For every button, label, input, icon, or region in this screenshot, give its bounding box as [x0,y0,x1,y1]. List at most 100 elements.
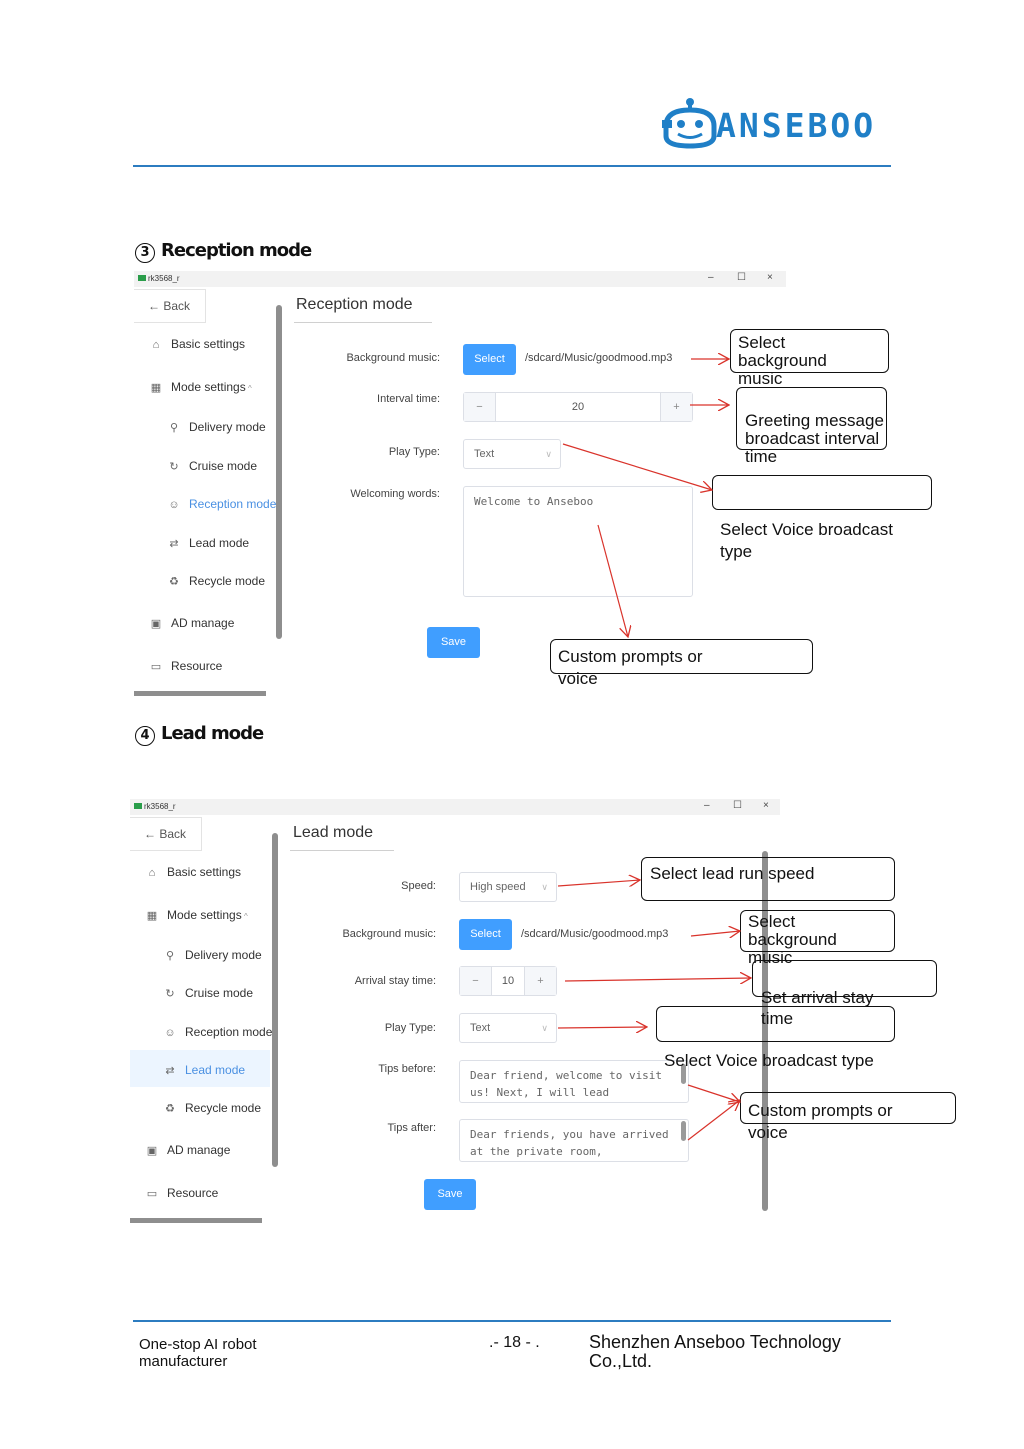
play-type-select[interactable]: Text∨ [463,439,561,469]
nav-cruise-mode[interactable]: ↻Cruise mode [163,986,253,1000]
back-button[interactable]: ← Back [130,817,202,851]
plus-icon[interactable]: + [660,393,692,421]
sidebar-hscrollbar[interactable] [130,1218,262,1223]
callout-custom-text: Custom prompts or voice [558,647,703,688]
reception-window: rk3568_r – ☐ × ← Back ⌂Basic settings ▦M… [134,271,786,699]
cruise-icon: ↻ [169,461,179,473]
close-button[interactable]: × [763,800,769,811]
nav-reception-mode[interactable]: ☺Reception mode [168,497,277,511]
minus-icon[interactable]: − [460,967,492,995]
sidebar-hscrollbar[interactable] [134,691,266,696]
app-icon [134,803,142,809]
header-rule [133,165,891,167]
tips-after-label: Tips after: [387,1122,437,1134]
grid-icon: ▦ [146,910,158,922]
nav-mode-settings[interactable]: ▦Mode settings ^ [146,908,248,922]
nav-recycle-mode[interactable]: ♻Recycle mode [163,1101,261,1115]
select-music-button[interactable]: Select [463,344,516,375]
tips-before-label: Tips before: [378,1063,436,1075]
textarea-scrollbar[interactable] [681,1121,686,1141]
sidebar-scrollbar[interactable] [272,833,278,1167]
footer-rule [133,1320,891,1322]
chevron-up-icon: ^ [241,912,248,921]
nav-resource[interactable]: ▭Resource [146,1186,219,1200]
arrow-left-icon: ← [148,299,164,313]
robot-logo-icon [662,98,717,149]
brand-name: ANSEBOO [716,106,877,145]
welcome-label: Welcoming words: [350,488,440,500]
nav-lead-mode[interactable]: ⇄Lead mode [167,536,249,550]
nav-ad-manage[interactable]: ▣AD manage [146,1143,231,1157]
nav-ad-manage[interactable]: ▣AD manage [150,616,235,630]
page-title: Reception mode [296,296,413,313]
grid-icon: ▦ [150,382,162,394]
play-type-select[interactable]: Text∨ [459,1013,557,1043]
callout-arrival [752,960,937,997]
music-path: /sdcard/Music/goodmood.mp3 [521,928,669,940]
back-button[interactable]: ← Back [134,289,206,323]
home-icon: ⌂ [148,867,156,879]
save-button[interactable]: Save [427,627,480,658]
ad-icon: ▣ [146,1145,158,1157]
nav-lead-mode[interactable]: ⇄Lead mode [163,1063,245,1077]
arrival-stepper[interactable]: − 10 + [459,966,557,996]
minimize-button[interactable]: – [704,800,710,811]
maximize-button[interactable]: ☐ [737,272,746,283]
recycle-icon: ♻ [165,1103,175,1115]
nav-delivery-mode[interactable]: ⚲Delivery mode [167,420,266,434]
reception-icon: ☺ [168,499,180,511]
tips-after-textarea[interactable]: Dear friends, you have arrived at the pr… [459,1119,689,1162]
title-underline [290,850,394,851]
callout-speed-text: Select lead run speed [650,864,815,883]
welcome-textarea[interactable]: Welcome to Anseboo [463,486,693,597]
nav-basic-settings[interactable]: ⌂Basic settings [145,865,241,879]
delivery-icon: ⚲ [169,422,179,434]
nav-resource[interactable]: ▭Resource [150,659,223,673]
minimize-button[interactable]: – [708,272,714,283]
speed-label: Speed: [401,880,436,892]
page-scrollbar[interactable] [762,851,768,1211]
callout-interval-text: Greeting message broadcast interval time [745,411,884,466]
minus-icon[interactable]: − [464,393,496,421]
save-button[interactable]: Save [424,1179,476,1210]
nav-recycle-mode[interactable]: ♻Recycle mode [167,574,265,588]
nav-cruise-mode[interactable]: ↻Cruise mode [167,459,257,473]
close-button[interactable]: × [767,272,773,283]
select-music-button[interactable]: Select [459,919,512,950]
chevron-down-icon: ∨ [545,449,552,459]
callout-interval [736,387,887,450]
sidebar-scrollbar[interactable] [276,305,282,639]
tips-before-textarea[interactable]: Dear friend, welcome to visit us! Next, … [459,1060,689,1103]
delivery-icon: ⚲ [165,950,175,962]
callout-bg-music-text: Select background music [748,912,837,967]
interval-stepper[interactable]: − 20 + [463,392,693,422]
nav-reception-mode[interactable]: ☺Reception mode [164,1025,273,1039]
speed-select[interactable]: High speed∨ [459,872,557,902]
footer-left: One-stop AI robot manufacturer [139,1336,257,1370]
maximize-button[interactable]: ☐ [733,800,742,811]
music-path: /sdcard/Music/goodmood.mp3 [525,352,673,364]
plus-icon[interactable]: + [524,967,556,995]
bg-music-label: Background music: [342,928,436,940]
nav-delivery-mode[interactable]: ⚲Delivery mode [163,948,262,962]
page-title: Lead mode [293,824,374,841]
folder-icon: ▭ [150,661,162,673]
window-titlebar: rk3568_r – ☐ × [134,271,786,287]
chevron-down-icon: ∨ [541,1023,548,1033]
lead-window: rk3568_r – ☐ × ← Back ⌂Basic settings ▦M… [130,799,780,1224]
callout-voice-type [712,475,932,510]
nav-mode-settings[interactable]: ▦Mode settings ^ [150,380,252,394]
sidebar: ← Back ⌂Basic settings ▦Mode settings ^ … [130,815,280,1224]
lead-icon: ⇄ [169,538,179,550]
arrival-label: Arrival stay time: [354,975,436,987]
footer-right: Shenzhen Anseboo Technology Co.,Ltd. [589,1332,841,1371]
ad-icon: ▣ [150,618,162,630]
textarea-scrollbar[interactable] [681,1064,686,1084]
nav-basic-settings[interactable]: ⌂Basic settings [149,337,245,351]
window-titlebar: rk3568_r – ☐ × [130,799,780,815]
home-icon: ⌂ [152,339,160,351]
callout-voice-type-text: Select Voice broadcast type [664,1051,874,1070]
nav-active-highlight [130,1050,270,1087]
app-icon [138,275,146,281]
